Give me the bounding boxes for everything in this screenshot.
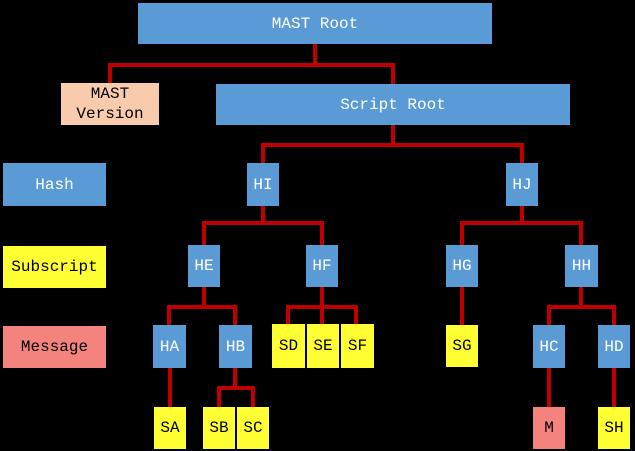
node-hj: HJ [506, 163, 538, 206]
edge-drop-hg [460, 221, 464, 245]
edge-mast-root-bar [108, 63, 395, 67]
node-mast-root: MAST Root [138, 3, 492, 44]
node-sd: SD [272, 324, 305, 368]
edge-hc-stem-to-m [547, 368, 551, 407]
edge-drop-sd [286, 305, 290, 324]
edge-drop-he [202, 221, 206, 245]
node-hb: HB [219, 325, 252, 368]
edge-hf-bar [286, 305, 358, 309]
edge-drop-script-root [391, 63, 395, 84]
node-hg: HG [446, 245, 478, 287]
edge-drop-hh [579, 221, 583, 245]
edge-hg-stem-to-sg [460, 287, 464, 325]
edge-drop-hf [320, 221, 324, 245]
edge-drop-ha [167, 305, 171, 325]
node-se: SE [307, 324, 339, 368]
edge-he-stem [202, 287, 206, 309]
edge-he-bar [167, 305, 237, 309]
legend-hash: Hash [3, 163, 106, 206]
legend-message: Message [3, 326, 106, 368]
node-hh: HH [565, 245, 598, 287]
edge-hj-stem [520, 206, 524, 225]
node-m: M [533, 407, 565, 449]
node-script-root: Script Root [216, 84, 570, 125]
edge-drop-sc [251, 386, 255, 407]
edge-drop-sf [354, 305, 358, 324]
edge-hi-bar [202, 221, 324, 225]
edge-drop-hd [612, 305, 616, 325]
node-mast-version: MAST Version [61, 83, 159, 125]
edge-drop-hj [520, 143, 524, 163]
edge-drop-hi [261, 143, 265, 163]
edge-hh-stem [579, 287, 583, 309]
node-sh: SH [598, 407, 630, 449]
edge-hj-bar [460, 221, 583, 225]
edge-hb-bar [217, 386, 255, 390]
node-sa: SA [154, 407, 186, 449]
node-sf: SF [341, 324, 374, 368]
node-hc: HC [533, 325, 565, 368]
node-hf: HF [306, 245, 338, 287]
edge-drop-sb [217, 386, 221, 407]
node-hi: HI [247, 163, 279, 206]
node-hd: HD [598, 325, 630, 368]
node-sg: SG [446, 325, 478, 367]
edge-hd-stem-to-sh [612, 368, 616, 407]
legend-subscript: Subscript [3, 246, 106, 288]
node-ha: HA [153, 325, 186, 368]
edge-script-root-stem [391, 125, 395, 147]
edge-drop-mast-version [108, 63, 112, 83]
node-he: HE [188, 245, 220, 287]
edge-script-root-bar [261, 143, 524, 147]
edge-drop-hc [547, 305, 551, 325]
edge-hi-stem [261, 206, 265, 225]
node-sc: SC [237, 407, 269, 449]
edge-hb-stem [233, 368, 237, 390]
edge-drop-hb [233, 305, 237, 325]
edge-ha-stem-to-sa [168, 368, 172, 407]
edge-hh-bar [547, 305, 616, 309]
edge-mast-root-stem [313, 44, 317, 67]
node-sb: SB [203, 407, 235, 449]
